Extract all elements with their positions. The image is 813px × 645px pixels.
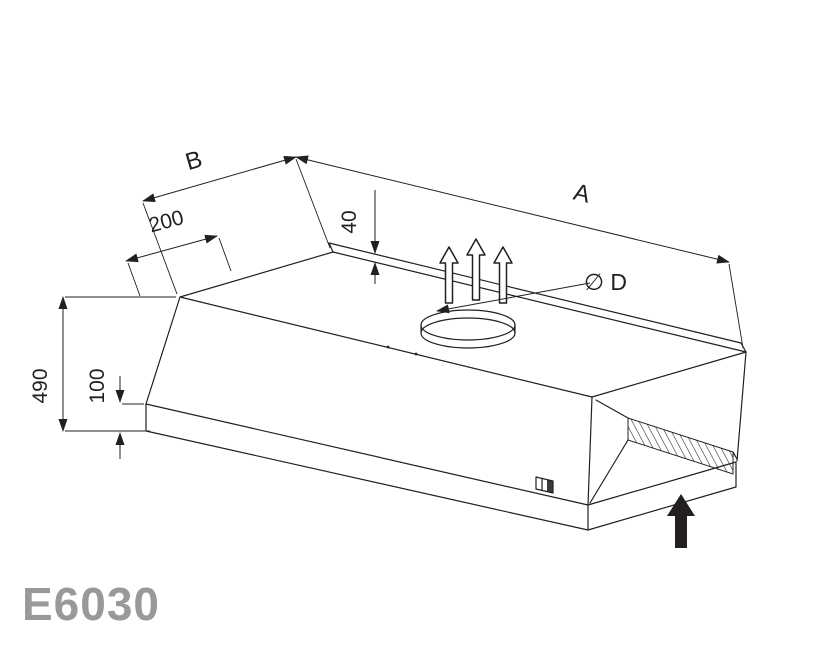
duct-collar-base-rim (420, 317, 516, 349)
dim-a-label: A (571, 179, 593, 209)
opening-inner-edge (595, 399, 629, 419)
hood-back-upstand (328, 242, 747, 353)
up-arrow-icon (466, 238, 486, 301)
duct-collar-side (420, 324, 516, 334)
duct-collar (420, 309, 516, 349)
switch-body (535, 476, 554, 494)
duct-diameter-label: ∅ D (584, 269, 627, 295)
dim-490-label: 490 (29, 368, 52, 403)
hood-bottom-band-front (145, 403, 589, 531)
rivet-dot (386, 345, 390, 349)
dim-b-label: B (183, 146, 206, 176)
duct-diameter-callout: ∅ D (436, 269, 627, 314)
exhaust-air-arrows-icon (439, 238, 513, 304)
dim-40-label: 40 (338, 210, 361, 233)
hood-bottom-band-right (587, 461, 737, 531)
dimension-a: A (295, 155, 744, 349)
dimension-100: 100 (86, 368, 144, 459)
grease-filter-hatching (627, 417, 734, 475)
intake-air-arrow-icon (667, 494, 695, 548)
model-code-label: E6030 (22, 578, 160, 630)
opening-inner-edge (589, 439, 629, 504)
up-arrow-icon (439, 246, 459, 304)
dimension-490: 490 (29, 296, 176, 432)
switch-dark-cell (547, 479, 553, 493)
hood-top-face (179, 251, 747, 398)
rivet-dot (414, 352, 418, 356)
dimension-40: 40 (338, 190, 380, 284)
dim-100-label: 100 (86, 368, 109, 403)
switch-detail (535, 476, 554, 494)
hood-right-opening (589, 399, 738, 504)
dimension-200: 200 (125, 206, 232, 297)
hood-front-slope (145, 296, 593, 506)
dim-200-label: 200 (146, 206, 186, 237)
hood-right-face-edge (736, 351, 747, 462)
duct-collar-top-rim (420, 309, 516, 341)
opening-inner-edge (732, 451, 738, 460)
